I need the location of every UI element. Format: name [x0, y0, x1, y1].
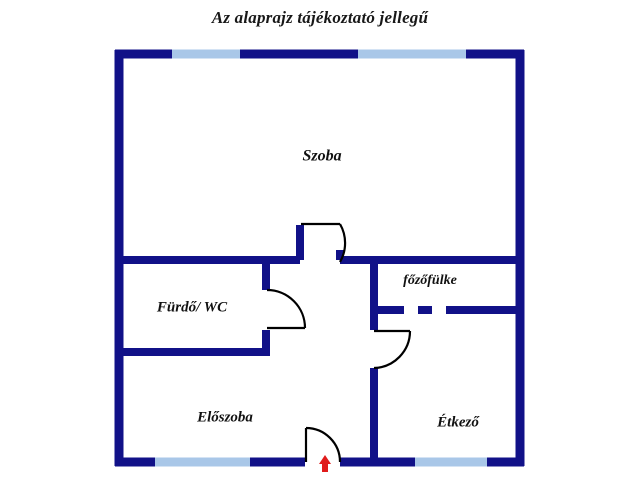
room-label-furdo-wc: Fürdő/ WC — [156, 299, 228, 315]
door-furdo — [266, 288, 307, 330]
entry-arrow-head — [319, 455, 331, 472]
room-label-fozofulke: főzőfülke — [403, 273, 457, 288]
door-szoba-arc — [339, 223, 347, 263]
room-label-eloszoba: Előszoba — [196, 409, 253, 425]
door-furdo-arc — [266, 288, 307, 329]
door-szoba — [301, 222, 347, 263]
entry-arrow-icon — [319, 455, 331, 472]
windows — [155, 49, 487, 467]
door-etkezo — [373, 329, 412, 370]
door-etkezo-arc — [373, 330, 412, 370]
door-entry — [304, 426, 342, 463]
room-label-etkezo: Étkező — [436, 413, 480, 430]
interior-walls — [119, 225, 520, 462]
page-title: Az alaprajz tájékoztató jellegű — [211, 8, 429, 27]
room-label-szoba: Szoba — [302, 148, 341, 165]
doors — [266, 222, 412, 463]
door-entry-arc — [305, 426, 342, 463]
